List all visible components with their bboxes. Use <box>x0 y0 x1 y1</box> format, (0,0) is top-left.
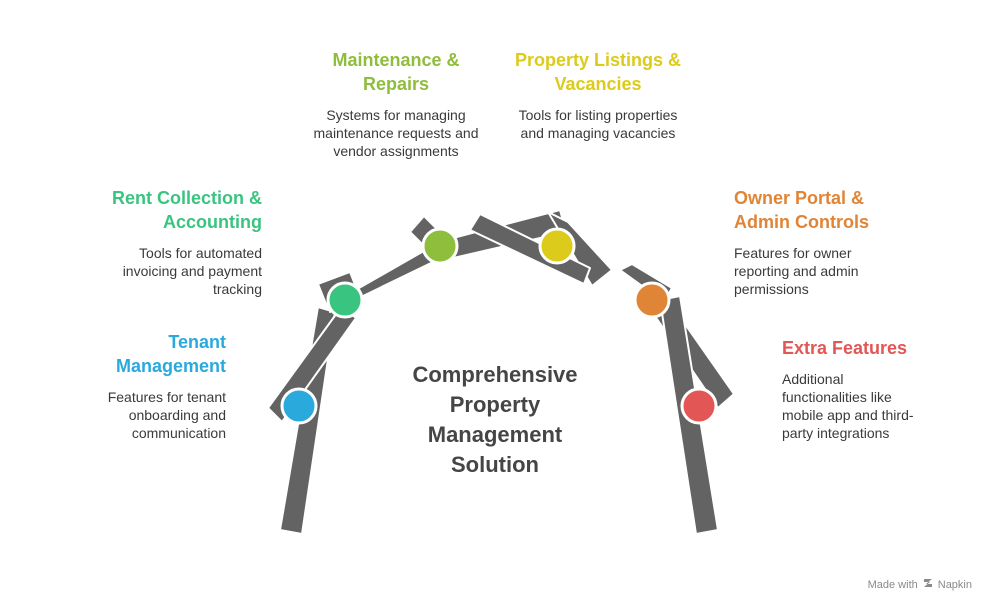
node-owner <box>633 281 671 319</box>
node-listings <box>538 227 576 265</box>
watermark-brand: Napkin <box>937 578 972 591</box>
node-tenant <box>280 387 318 425</box>
feature-title-maintenance: Maintenance & Repairs <box>332 50 460 94</box>
feature-title-listings: Property Listings & Vacancies <box>514 50 682 94</box>
node-maintenance <box>421 227 459 265</box>
feature-rent: Rent Collection & Accounting Tools for a… <box>96 186 262 298</box>
feature-listings: Property Listings & Vacancies Tools for … <box>510 48 686 142</box>
watermark: Made with Napkin <box>868 577 972 592</box>
feature-desc-maintenance: Systems for managing maintenance request… <box>313 107 479 159</box>
watermark-prefix: Made with <box>867 578 918 591</box>
napkin-logo-icon <box>922 577 934 592</box>
feature-title-rent: Rent Collection & Accounting <box>111 188 262 232</box>
feature-title-owner: Owner Portal & Admin Controls <box>734 188 869 232</box>
node-rent <box>326 281 364 319</box>
feature-title-tenant: Tenant Management <box>115 332 226 376</box>
arch-nodes <box>280 227 718 425</box>
beam-right-upper <box>469 213 591 285</box>
feature-extra: Extra Features Additional functionalitie… <box>782 336 932 442</box>
center-title: Comprehensive Property Management Soluti… <box>412 362 578 477</box>
feature-tenant: Tenant Management Features for tenant on… <box>70 330 226 442</box>
feature-desc-owner: Features for owner reporting and admin p… <box>734 245 859 297</box>
feature-desc-tenant: Features for tenant onboarding and commu… <box>107 389 226 441</box>
feature-desc-rent: Tools for automated invoicing and paymen… <box>122 245 262 297</box>
feature-maintenance: Maintenance & Repairs Systems for managi… <box>306 48 486 160</box>
feature-desc-extra: Additional functionalities like mobile a… <box>782 371 914 441</box>
feature-desc-listings: Tools for listing properties and managin… <box>518 107 678 141</box>
feature-owner: Owner Portal & Admin Controls Features f… <box>734 186 894 298</box>
node-extra <box>680 387 718 425</box>
feature-title-extra: Extra Features <box>782 338 908 358</box>
